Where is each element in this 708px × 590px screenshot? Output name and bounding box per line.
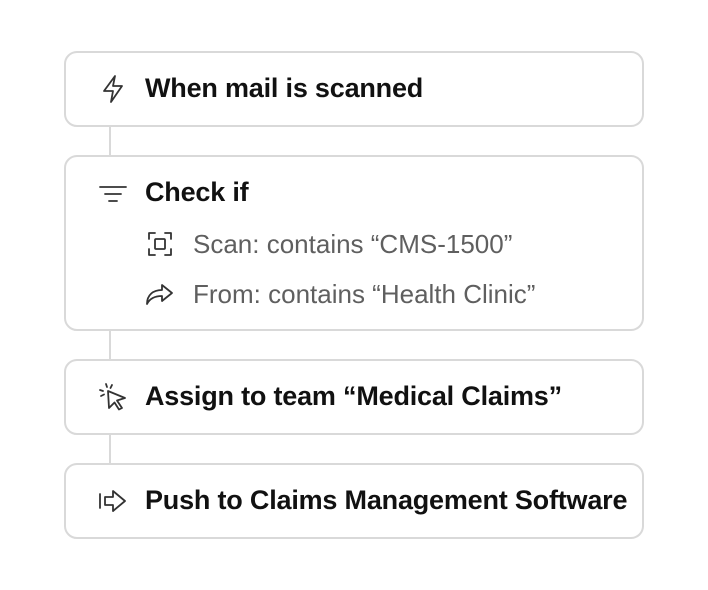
connector-line [109,127,111,155]
forward-arrow-icon [145,279,175,309]
assign-step-card[interactable]: Assign to team “Medical Claims” [64,359,644,435]
workflow-diagram: When mail is scanned Check if [64,51,644,539]
push-arrow-icon [98,486,128,516]
trigger-step-card[interactable]: When mail is scanned [64,51,644,127]
condition-from-label: From: contains “Health Clinic” [193,278,536,309]
trigger-step-label: When mail is scanned [145,72,424,103]
push-step-label: Push to Claims Management Software [145,484,628,515]
condition-scan-label: Scan: contains “CMS-1500” [193,228,513,259]
check-step-card[interactable]: Check if Scan: contains “CMS-1500” F [64,155,644,331]
cursor-click-icon [98,382,128,412]
push-step-card[interactable]: Push to Claims Management Software [64,463,644,539]
connector-line [109,331,111,359]
check-step-label: Check if [145,177,249,207]
scan-frame-icon [145,229,175,259]
condition-row-from[interactable]: From: contains “Health Clinic” [145,277,535,311]
lightning-bolt-icon [98,74,128,104]
assign-step-label: Assign to team “Medical Claims” [145,380,562,411]
connector-line [109,435,111,463]
condition-row-scan[interactable]: Scan: contains “CMS-1500” [145,227,512,261]
filter-icon [98,179,128,209]
